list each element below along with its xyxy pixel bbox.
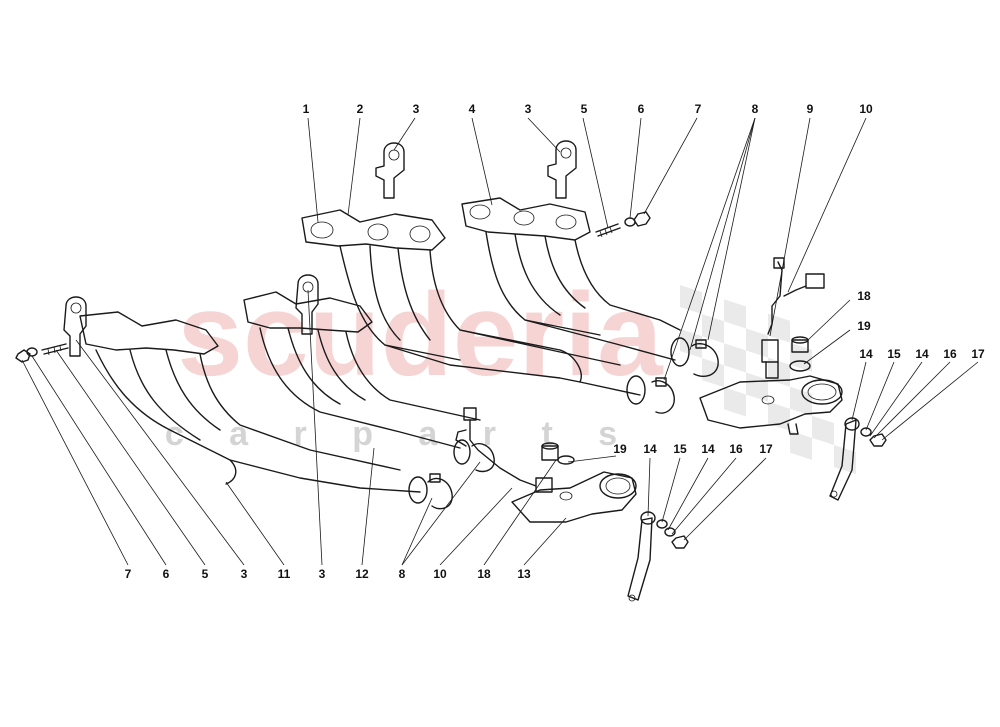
callout-14: 14 xyxy=(643,442,657,456)
callout-16: 16 xyxy=(729,442,743,456)
stud-washer-nut-upper xyxy=(595,211,651,238)
callout-5: 5 xyxy=(581,102,588,116)
callout-1: 1 xyxy=(303,102,310,116)
upper-right-manifold xyxy=(461,197,719,378)
bracket-upper-right xyxy=(547,140,577,199)
callout-5: 5 xyxy=(202,567,209,581)
end-pipe-lower xyxy=(511,471,637,523)
callout-6: 6 xyxy=(638,102,645,116)
callout-17: 17 xyxy=(759,442,773,456)
checkered-flag-watermark xyxy=(680,285,856,475)
lower-right-manifold xyxy=(243,291,495,473)
callout-10: 10 xyxy=(859,102,873,116)
callout-7: 7 xyxy=(695,102,702,116)
callout-16: 16 xyxy=(943,347,957,361)
lambda-sensor-upper xyxy=(761,257,825,379)
leader-lines xyxy=(21,117,979,566)
strap-upper-right xyxy=(829,417,887,501)
callout-10: 10 xyxy=(433,567,447,581)
callout-7: 7 xyxy=(125,567,132,581)
lower-left-manifold xyxy=(79,311,453,510)
callout-labels-top: 1 2 3 4 3 5 6 7 8 9 10 xyxy=(303,102,873,116)
callout-17: 17 xyxy=(971,347,985,361)
callout-14: 14 xyxy=(859,347,873,361)
stud-washer-nut-lower xyxy=(15,343,69,363)
end-pipe-upper xyxy=(699,375,843,435)
callout-15: 15 xyxy=(887,347,901,361)
callout-labels-bottom: 7 6 5 3 11 3 12 8 10 18 13 xyxy=(125,567,531,581)
bracket-lower-left xyxy=(63,296,87,357)
callout-18: 18 xyxy=(477,567,491,581)
strap-lower xyxy=(627,511,689,602)
callout-labels-right: 18 19 14 15 14 16 17 xyxy=(857,289,985,361)
callout-9: 9 xyxy=(807,102,814,116)
callout-3: 3 xyxy=(525,102,532,116)
callout-labels-middle: 19 14 15 14 16 17 xyxy=(613,442,773,456)
callout-19: 19 xyxy=(857,319,871,333)
callout-19: 19 xyxy=(613,442,627,456)
callout-13: 13 xyxy=(517,567,531,581)
callout-8: 8 xyxy=(752,102,759,116)
bracket-upper-left xyxy=(375,142,405,199)
callout-15: 15 xyxy=(673,442,687,456)
callout-3: 3 xyxy=(241,567,248,581)
watermark-brand: scuderia xyxy=(177,269,664,401)
callout-14: 14 xyxy=(915,347,929,361)
callout-6: 6 xyxy=(163,567,170,581)
callout-14: 14 xyxy=(701,442,715,456)
callout-8: 8 xyxy=(399,567,406,581)
callout-2: 2 xyxy=(357,102,364,116)
callout-4: 4 xyxy=(469,102,476,116)
callout-11: 11 xyxy=(278,567,291,581)
callout-3: 3 xyxy=(319,567,326,581)
callout-12: 12 xyxy=(355,567,369,581)
callout-3: 3 xyxy=(413,102,420,116)
plug-and-washer-lower xyxy=(541,442,575,465)
upper-left-manifold xyxy=(301,209,675,414)
callout-18: 18 xyxy=(857,289,871,303)
